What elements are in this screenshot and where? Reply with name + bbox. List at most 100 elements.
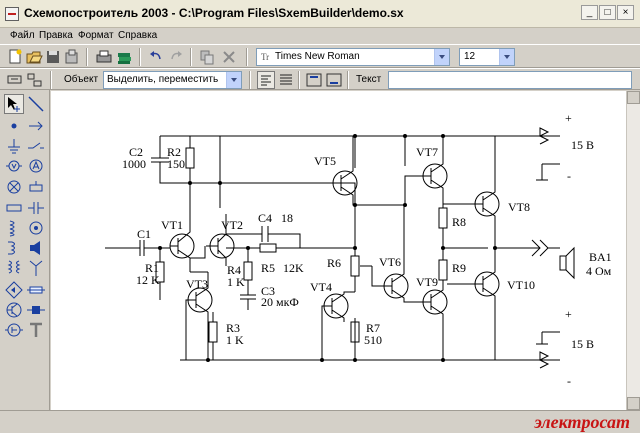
window-title: Схемопостроитель 2003 - C:\Program Files… <box>24 6 404 20</box>
label-ba1-value: 4 Ом <box>586 264 612 278</box>
text-top-icon[interactable] <box>305 71 323 89</box>
print-icon[interactable] <box>95 48 113 66</box>
diode-bridge-icon[interactable] <box>4 280 24 300</box>
label-minus-bottom: - <box>567 374 571 388</box>
voltmeter-icon[interactable] <box>4 156 24 176</box>
truetype-icon: Tr <box>261 52 270 62</box>
maximize-button[interactable]: □ <box>599 5 616 20</box>
copy-icon[interactable] <box>198 48 216 66</box>
ammeter-icon[interactable] <box>26 156 46 176</box>
label-vt6: VT6 <box>379 255 401 269</box>
label-c2-value: 1000 <box>122 157 146 171</box>
menu-format[interactable]: Формат <box>78 30 114 41</box>
fuse-icon[interactable] <box>26 280 46 300</box>
label-vt7: VT7 <box>416 145 438 159</box>
menu-bar: Файл Правка Формат Справка <box>0 28 640 44</box>
label-vt9: VT9 <box>416 275 438 289</box>
label-r2: R2 <box>167 145 181 159</box>
drawing-canvas[interactable]: C2 1000 R2 150 C1 R1 12 K VT1 VT2 C4 18 … <box>51 91 626 410</box>
switch-icon[interactable] <box>26 136 46 156</box>
font-size-combo[interactable]: 12 <box>459 48 515 66</box>
chevron-down-icon[interactable] <box>226 72 241 88</box>
label-minus-top: - <box>567 169 571 183</box>
text-label: Текст <box>356 74 382 85</box>
open-file-icon[interactable] <box>25 48 43 66</box>
label-vt10: VT10 <box>507 278 535 292</box>
chevron-down-icon[interactable] <box>499 49 514 65</box>
label-r5: R5 <box>261 261 275 275</box>
transformer-icon[interactable] <box>4 258 24 278</box>
label-vt2: VT2 <box>221 218 243 232</box>
label-r1: R1 <box>145 261 159 275</box>
align-left-icon[interactable] <box>257 71 275 89</box>
label-vt3: VT3 <box>186 277 208 291</box>
menu-edit[interactable]: Правка <box>39 30 73 41</box>
label-r9: R9 <box>452 261 466 275</box>
label-vt5: VT5 <box>314 154 336 168</box>
label-supply-top: 15 В <box>571 138 594 152</box>
cell-icon[interactable] <box>26 177 46 197</box>
text-input[interactable] <box>388 71 632 89</box>
transistor-icon[interactable] <box>4 300 24 320</box>
text-tool-icon[interactable] <box>26 320 46 340</box>
object-label: Объект <box>64 74 99 85</box>
label-plus-top: + <box>565 111 572 125</box>
menu-help[interactable]: Справка <box>118 30 158 41</box>
label-r8: R8 <box>452 215 466 229</box>
label-vt1: VT1 <box>161 218 183 232</box>
undo-icon[interactable] <box>147 48 165 66</box>
status-bar: электросат <box>0 410 640 432</box>
label-r1-value: 12 K <box>136 273 160 287</box>
grid-icon[interactable] <box>6 71 24 89</box>
antenna-icon[interactable] <box>26 258 46 278</box>
label-r3-value: 1 K <box>226 333 244 347</box>
main-toolbar: Tr Times New Roman 12 <box>0 44 640 68</box>
object-mode-combo[interactable]: Выделить, переместить <box>103 71 242 89</box>
label-c3: C3 <box>261 284 275 298</box>
object-mode-value: Выделить, переместить <box>107 74 219 85</box>
ground-icon[interactable] <box>4 136 24 156</box>
label-r7: R7 <box>366 321 380 335</box>
menu-file[interactable]: Файл <box>10 30 35 41</box>
label-vt4: VT4 <box>310 280 332 294</box>
junction-dot-icon[interactable] <box>4 116 24 136</box>
scroll-up-button[interactable] <box>627 91 640 104</box>
font-name-combo[interactable]: Tr Times New Roman <box>256 48 450 66</box>
vertical-scrollbar[interactable] <box>626 91 640 410</box>
delete-icon[interactable] <box>220 48 238 66</box>
close-button[interactable]: × <box>617 5 634 20</box>
app-icon <box>5 7 19 21</box>
loudspeaker-icon[interactable] <box>26 238 46 258</box>
font-size-value: 12 <box>464 51 476 62</box>
coil-icon[interactable] <box>4 238 24 258</box>
circuit-schematic: C2 1000 R2 150 C1 R1 12 K VT1 VT2 C4 18 … <box>105 111 612 388</box>
redo-icon[interactable] <box>167 48 185 66</box>
align-justify-icon[interactable] <box>277 71 295 89</box>
chevron-down-icon[interactable] <box>434 49 449 65</box>
label-c4: C4 <box>258 211 272 225</box>
lamp-icon[interactable] <box>4 177 24 197</box>
resistor-icon[interactable] <box>4 198 24 218</box>
inductor-icon[interactable] <box>4 218 24 238</box>
watermark: электросат <box>534 412 630 432</box>
align-icon[interactable] <box>26 71 44 89</box>
text-bottom-icon[interactable] <box>325 71 343 89</box>
save-as-icon[interactable] <box>63 48 81 66</box>
title-bar: Схемопостроитель 2003 - C:\Program Files… <box>0 0 640 28</box>
component-palette <box>0 90 50 412</box>
new-file-icon[interactable] <box>6 48 24 66</box>
line-tool-icon[interactable] <box>26 94 46 114</box>
minimize-button[interactable]: _ <box>581 5 598 20</box>
label-c1: C1 <box>137 227 151 241</box>
library-icon[interactable] <box>116 48 134 66</box>
scroll-down-button[interactable] <box>627 397 640 410</box>
capacitor-icon[interactable] <box>26 198 46 218</box>
label-r4: R4 <box>227 263 241 277</box>
speaker-dot-icon[interactable] <box>26 218 46 238</box>
label-c4-value: 18 <box>281 211 293 225</box>
save-icon[interactable] <box>44 48 62 66</box>
select-pointer-icon[interactable] <box>4 94 24 114</box>
crystal-icon[interactable] <box>26 300 46 320</box>
thyristor-icon[interactable] <box>4 320 24 340</box>
arrow-icon[interactable] <box>26 116 46 136</box>
